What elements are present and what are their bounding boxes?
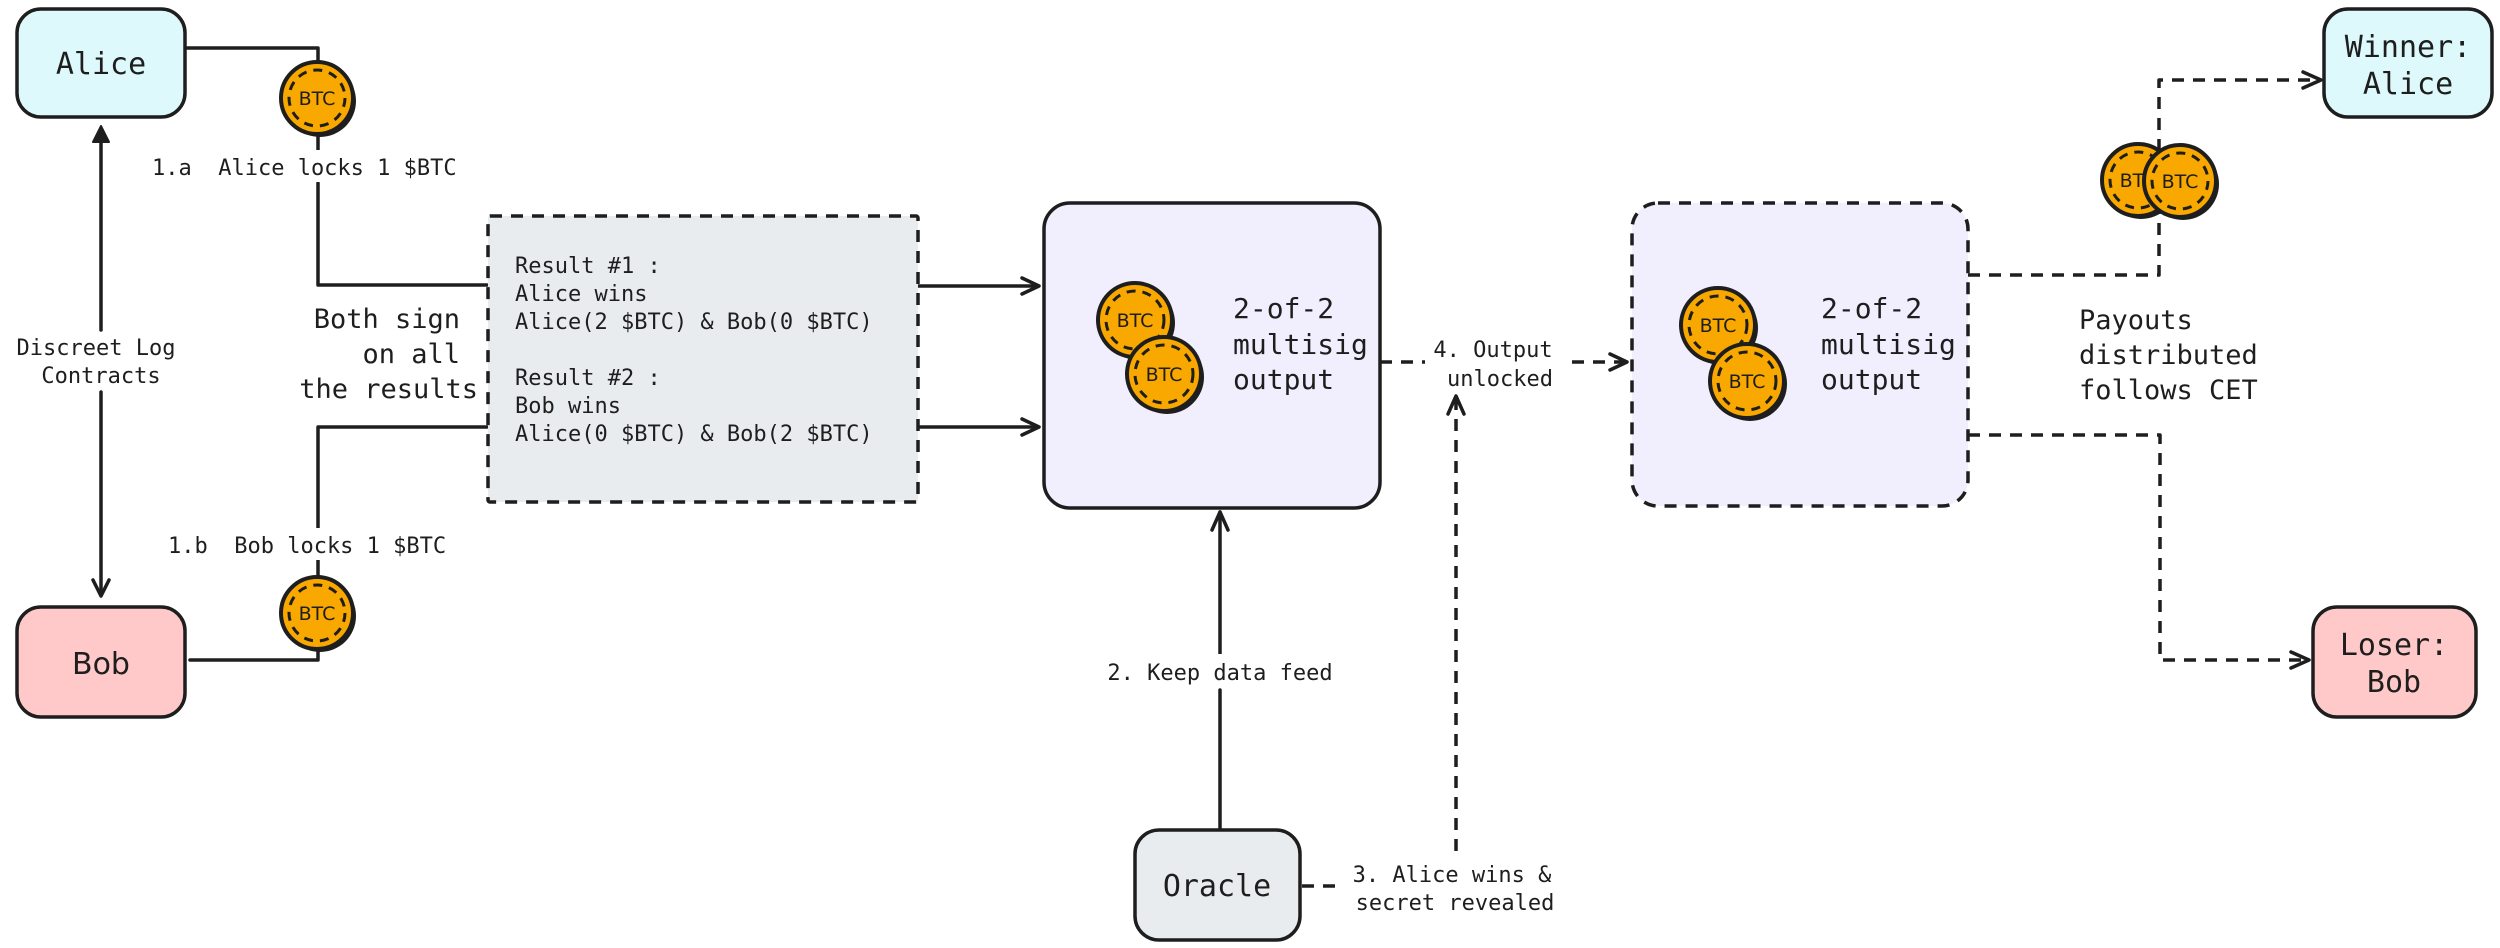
multisig-unlocked-box[interactable] bbox=[1630, 201, 1970, 508]
coin-label: BTC bbox=[1117, 310, 1154, 332]
arrow-right-icon bbox=[1020, 417, 1041, 437]
results-line: Alice(2 $BTC) & Bob(0 $BTC) bbox=[515, 310, 873, 335]
winner-box[interactable] bbox=[2322, 7, 2494, 119]
winner-title: Winner: bbox=[2345, 30, 2471, 65]
multisig-locked-line2: multisig bbox=[1233, 328, 1368, 361]
multisig-locked-node[interactable]: 2-of-2 multisig output bbox=[1042, 201, 1382, 510]
loser-node[interactable]: Loser: Bob bbox=[2311, 605, 2478, 719]
dlc-label-line1: Discreet Log bbox=[17, 336, 176, 361]
coin-label: BTC bbox=[1729, 371, 1766, 393]
alice-coin-icon: BTC bbox=[279, 60, 356, 137]
coin-label: BTC bbox=[1146, 364, 1183, 386]
bob-coin-icon: BTC bbox=[279, 575, 356, 652]
payouts-line3: follows CET bbox=[2079, 375, 2258, 406]
coin-label: BTC bbox=[2162, 171, 2199, 193]
multisig-locked-coin-bottom-icon: BTC bbox=[1125, 335, 1204, 414]
dlc-label-line2: Contracts bbox=[41, 364, 160, 389]
oracle-node[interactable]: Oracle bbox=[1133, 828, 1302, 942]
arrow-right-icon bbox=[2289, 650, 2311, 670]
results-line: Alice(0 $BTC) & Bob(2 $BTC) bbox=[515, 422, 873, 447]
dlc-connector bbox=[91, 125, 111, 598]
multisig-unlocked-line2: multisig bbox=[1821, 328, 1956, 361]
oracle-label: Oracle bbox=[1163, 869, 1271, 904]
multisig-locked-line3: output bbox=[1233, 363, 1334, 396]
coin-label: BTC bbox=[1700, 315, 1737, 337]
multisig-unlocked-line3: output bbox=[1821, 363, 1922, 396]
oracle-feed-connector bbox=[1210, 510, 1230, 830]
multisig-locked-line1: 2-of-2 bbox=[1233, 292, 1334, 325]
winner-node[interactable]: Winner: Alice bbox=[2322, 7, 2494, 119]
loser-name: Bob bbox=[2367, 665, 2421, 700]
alice-label: Alice bbox=[56, 47, 146, 82]
loser-box[interactable] bbox=[2311, 605, 2478, 719]
results-line: Alice wins bbox=[515, 282, 647, 307]
arrow-down-icon bbox=[91, 578, 111, 598]
alice-wins-label: 3. Alice wins & secret revealed bbox=[1353, 863, 1555, 916]
payouts-label: Payouts distributed follows CET bbox=[2079, 305, 2258, 406]
payout-coin-front-icon: BTC bbox=[2142, 143, 2219, 220]
bob-label: Bob bbox=[72, 647, 130, 682]
bob-box[interactable] bbox=[15, 605, 187, 719]
both-sign-line1: Both sign bbox=[314, 304, 460, 335]
payouts-line2: distributed bbox=[2079, 340, 2258, 371]
unlock-connector bbox=[1380, 352, 1629, 372]
results-box[interactable] bbox=[486, 214, 920, 504]
coin-label: BTC bbox=[299, 88, 336, 110]
bob-node[interactable]: Bob bbox=[15, 605, 187, 719]
output-unlocked-label: 4. Output unlocked bbox=[1433, 338, 1553, 392]
oracle-box[interactable] bbox=[1133, 828, 1302, 942]
payouts-line1: Payouts bbox=[2079, 305, 2193, 336]
alice-wins-line1: 3. Alice wins & bbox=[1353, 863, 1552, 888]
winner-payout-connector bbox=[1968, 70, 2323, 277]
output-unlocked-line1: 4. Output bbox=[1433, 338, 1552, 363]
loser-title: Loser: bbox=[2340, 628, 2448, 663]
oracle-secret-connector bbox=[1302, 394, 1466, 888]
alice-box[interactable] bbox=[15, 7, 187, 119]
arrow-up-icon bbox=[1210, 510, 1230, 532]
results-line: Bob wins bbox=[515, 394, 621, 419]
bob-locks-label: 1.b Bob locks 1 $BTC bbox=[168, 534, 446, 559]
loser-payout-connector bbox=[1968, 433, 2311, 670]
arrow-up-icon bbox=[1446, 394, 1466, 416]
alice-locks-label: 1.a Alice locks 1 $BTC bbox=[152, 156, 457, 181]
multisig-locked-box[interactable] bbox=[1042, 201, 1382, 510]
arrow-right-icon bbox=[2301, 70, 2323, 90]
dlc-label: Discreet Log Contracts bbox=[17, 336, 176, 389]
coin-label: BTC bbox=[299, 603, 336, 625]
alice-node[interactable]: Alice bbox=[15, 7, 187, 119]
results-line: Result #2 : bbox=[515, 366, 661, 391]
results-to-multisig-arrows bbox=[916, 276, 1041, 437]
results-line: Result #1 : bbox=[515, 254, 661, 279]
alice-wins-line2: secret revealed bbox=[1356, 891, 1555, 916]
arrow-up-icon bbox=[92, 125, 110, 143]
multisig-unlocked-coin-bottom-icon: BTC bbox=[1708, 342, 1787, 421]
output-unlocked-line2: unlocked bbox=[1447, 367, 1553, 392]
multisig-unlocked-line1: 2-of-2 bbox=[1821, 292, 1922, 325]
both-sign-line2: on all bbox=[362, 339, 460, 370]
multisig-unlocked-node[interactable]: 2-of-2 multisig output bbox=[1630, 201, 1970, 508]
both-sign-label: Both sign on all the results bbox=[299, 304, 478, 405]
arrow-right-icon bbox=[1020, 276, 1041, 296]
keep-feed-label: 2. Keep data feed bbox=[1107, 661, 1332, 686]
winner-name: Alice bbox=[2363, 67, 2453, 102]
both-sign-line3: the results bbox=[299, 374, 478, 405]
arrow-right-icon bbox=[1608, 352, 1629, 372]
bob-lock-connector bbox=[188, 425, 489, 662]
